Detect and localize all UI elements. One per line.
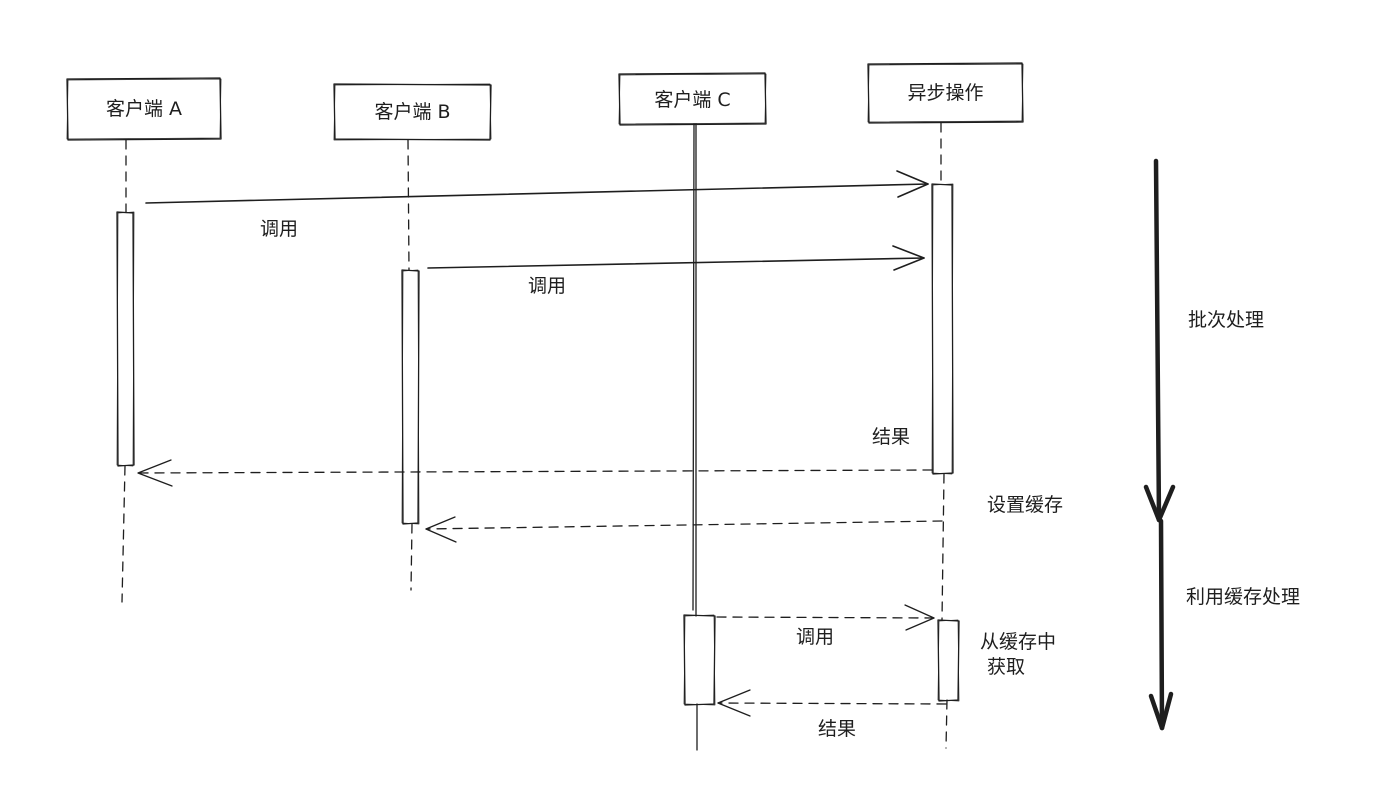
arrow-result-c [717, 689, 947, 717]
activation-a [116, 211, 135, 467]
participant-label-async: 异步操作 [907, 82, 984, 104]
participant-box-a[interactable] [66, 77, 222, 141]
lifeline-async [940, 122, 948, 749]
lifeline-a [121, 139, 127, 603]
lifeline-c [692, 123, 698, 751]
activation-c [683, 614, 716, 706]
arrow-call-b [427, 245, 925, 271]
activation-b [401, 269, 420, 525]
phase-label-batch: 批次处理 [1188, 309, 1265, 331]
phase-label-use-cache: 利用缓存处理 [1186, 586, 1301, 608]
participant-box-b[interactable] [333, 83, 492, 141]
message-label-from-cache-2: 获取 [987, 656, 1026, 678]
arrow-result-a [137, 459, 933, 487]
activation-async-cache [937, 619, 960, 702]
participant-box-c[interactable] [618, 72, 767, 126]
lifeline-b [407, 139, 413, 591]
participant-label-a: 客户端 A [105, 98, 183, 120]
message-label-call-a: 调用 [260, 218, 299, 240]
message-label-result-2: 结果 [818, 718, 857, 740]
message-label-result-1: 结果 [872, 426, 911, 448]
message-label-set-cache: 设置缓存 [987, 494, 1064, 516]
activation-async-batch [931, 183, 954, 475]
lifelines [121, 122, 948, 751]
participant-label-c: 客户端 C [654, 89, 731, 111]
arrow-call-a [145, 170, 929, 204]
arrow-call-c [716, 604, 935, 631]
message-label-from-cache-1: 从缓存中 [980, 631, 1057, 653]
phase-arrow-batch [1143, 158, 1176, 523]
phase-arrow-cache [1148, 518, 1174, 731]
participant-label-b: 客户端 B [374, 101, 451, 123]
participant-box-async[interactable] [867, 62, 1024, 124]
arrow-result-b [425, 516, 943, 543]
message-label-call-b: 调用 [528, 275, 567, 297]
message-label-call-c: 调用 [796, 626, 835, 648]
